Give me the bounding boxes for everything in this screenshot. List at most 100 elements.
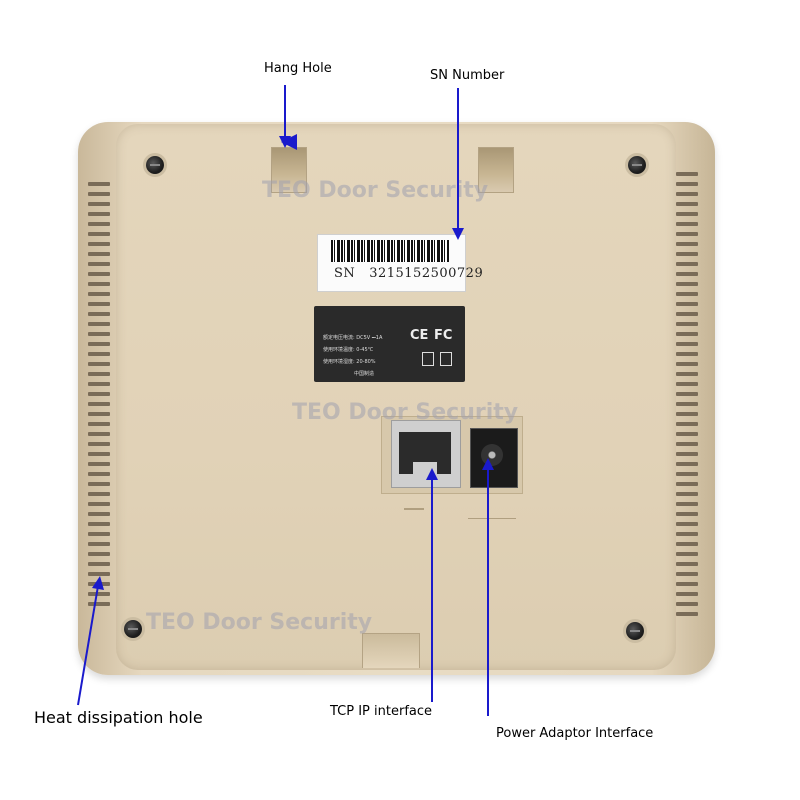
vent-slot <box>676 502 698 506</box>
watermark-bottom: TEO Door Security <box>146 610 373 635</box>
weee-bin-icon <box>440 352 452 366</box>
vent-slot <box>676 492 698 496</box>
label-heat-dissipation: Heat dissipation hole <box>34 708 203 727</box>
sn-value: 3215152500729 <box>369 266 484 281</box>
vent-slot <box>676 512 698 516</box>
made-in-text: 中国制造 <box>354 371 375 377</box>
watermark-middle: TEO Door Security <box>292 400 519 425</box>
dc-jack-pin <box>481 444 503 466</box>
vent-slot <box>676 172 698 176</box>
vent-slot <box>88 542 110 546</box>
vent-slot <box>676 412 698 416</box>
vent-slot <box>88 182 110 186</box>
vent-slot <box>676 282 698 286</box>
fc-mark: FC <box>434 328 453 343</box>
vent-slot <box>676 272 698 276</box>
vent-slot <box>676 312 698 316</box>
vent-slot <box>88 442 110 446</box>
vent-slot <box>676 612 698 616</box>
vent-slot <box>676 532 698 536</box>
vent-slot <box>88 432 110 436</box>
vent-slot <box>676 482 698 486</box>
vent-slot <box>676 292 698 296</box>
watermark-top: TEO Door Security <box>262 178 489 203</box>
screw-bottom-left <box>124 620 142 638</box>
ce-mark: CE <box>410 328 429 343</box>
vent-slot <box>676 232 698 236</box>
vent-slot <box>676 572 698 576</box>
vent-slot <box>88 592 110 596</box>
arrowhead-power-adaptor <box>482 458 494 470</box>
vent-slot <box>88 332 110 336</box>
recycle-icon <box>422 352 434 366</box>
screw-bottom-right <box>626 622 644 640</box>
rating-line-humidity: 使用环境湿度: 20-80% <box>323 359 376 365</box>
vent-slot <box>676 342 698 346</box>
vent-slot <box>88 282 110 286</box>
label-power-adaptor: Power Adaptor Interface <box>496 726 654 741</box>
vent-slot <box>676 472 698 476</box>
vent-slot <box>676 562 698 566</box>
vent-slot <box>676 262 698 266</box>
arrowhead-sn-number <box>452 228 464 240</box>
vent-slot <box>676 402 698 406</box>
vent-slot <box>88 602 110 606</box>
vent-slot <box>88 302 110 306</box>
vent-slot <box>676 362 698 366</box>
label-tcp-ip: TCP IP interface <box>330 704 433 719</box>
vent-slot <box>676 252 698 256</box>
label-hang-hole: Hang Hole <box>264 61 332 76</box>
vent-slot <box>88 482 110 486</box>
hang-hole-left <box>271 147 307 193</box>
label-sn-number: SN Number <box>430 68 505 83</box>
vent-slot <box>88 512 110 516</box>
vent-slot <box>676 582 698 586</box>
sn-prefix: SN <box>334 266 356 281</box>
hang-hole-right <box>478 147 514 193</box>
back-panel <box>116 124 676 670</box>
vent-slot <box>676 302 698 306</box>
vent-slot <box>676 602 698 606</box>
vent-slot <box>88 312 110 316</box>
vent-slot <box>676 592 698 596</box>
vent-slot <box>88 222 110 226</box>
vent-slot <box>676 182 698 186</box>
screw-top-left <box>146 156 164 174</box>
vent-slot <box>88 382 110 386</box>
vent-slot <box>88 342 110 346</box>
vent-slot <box>88 452 110 456</box>
arrowhead-tcp-ip <box>426 468 438 480</box>
vent-slot <box>676 192 698 196</box>
arrowhead-heat-dissipation <box>92 576 104 590</box>
rating-line-temperature: 使用环境温度: 0-45℃ <box>323 347 374 353</box>
vent-slot <box>676 352 698 356</box>
vent-slot <box>88 352 110 356</box>
vent-slot <box>676 222 698 226</box>
vent-slot <box>88 492 110 496</box>
vent-slot <box>676 452 698 456</box>
vent-slot <box>88 502 110 506</box>
right-vent-column <box>676 172 698 616</box>
vent-slot <box>676 322 698 326</box>
vent-slot <box>676 542 698 546</box>
vent-slot <box>88 212 110 216</box>
vent-slot <box>676 462 698 466</box>
arrowhead-hang-hole <box>279 136 291 148</box>
vent-slot <box>88 372 110 376</box>
vent-slot <box>88 192 110 196</box>
polarity-symbol-icon <box>468 508 516 519</box>
vent-slot <box>88 202 110 206</box>
vent-slot <box>88 522 110 526</box>
vent-slot <box>88 562 110 566</box>
rating-line-voltage: 额定电压电流: DC5V ⎓1A <box>323 335 383 341</box>
screw-top-right <box>628 156 646 174</box>
vent-slot <box>676 382 698 386</box>
rating-plate: 额定电压电流: DC5V ⎓1A 使用环境温度: 0-45℃ 使用环境湿度: 2… <box>314 306 465 382</box>
vent-slot <box>88 272 110 276</box>
vent-slot <box>676 442 698 446</box>
vent-slot <box>88 552 110 556</box>
vent-slot <box>676 242 698 246</box>
vent-slot <box>88 232 110 236</box>
vent-slot <box>88 392 110 396</box>
